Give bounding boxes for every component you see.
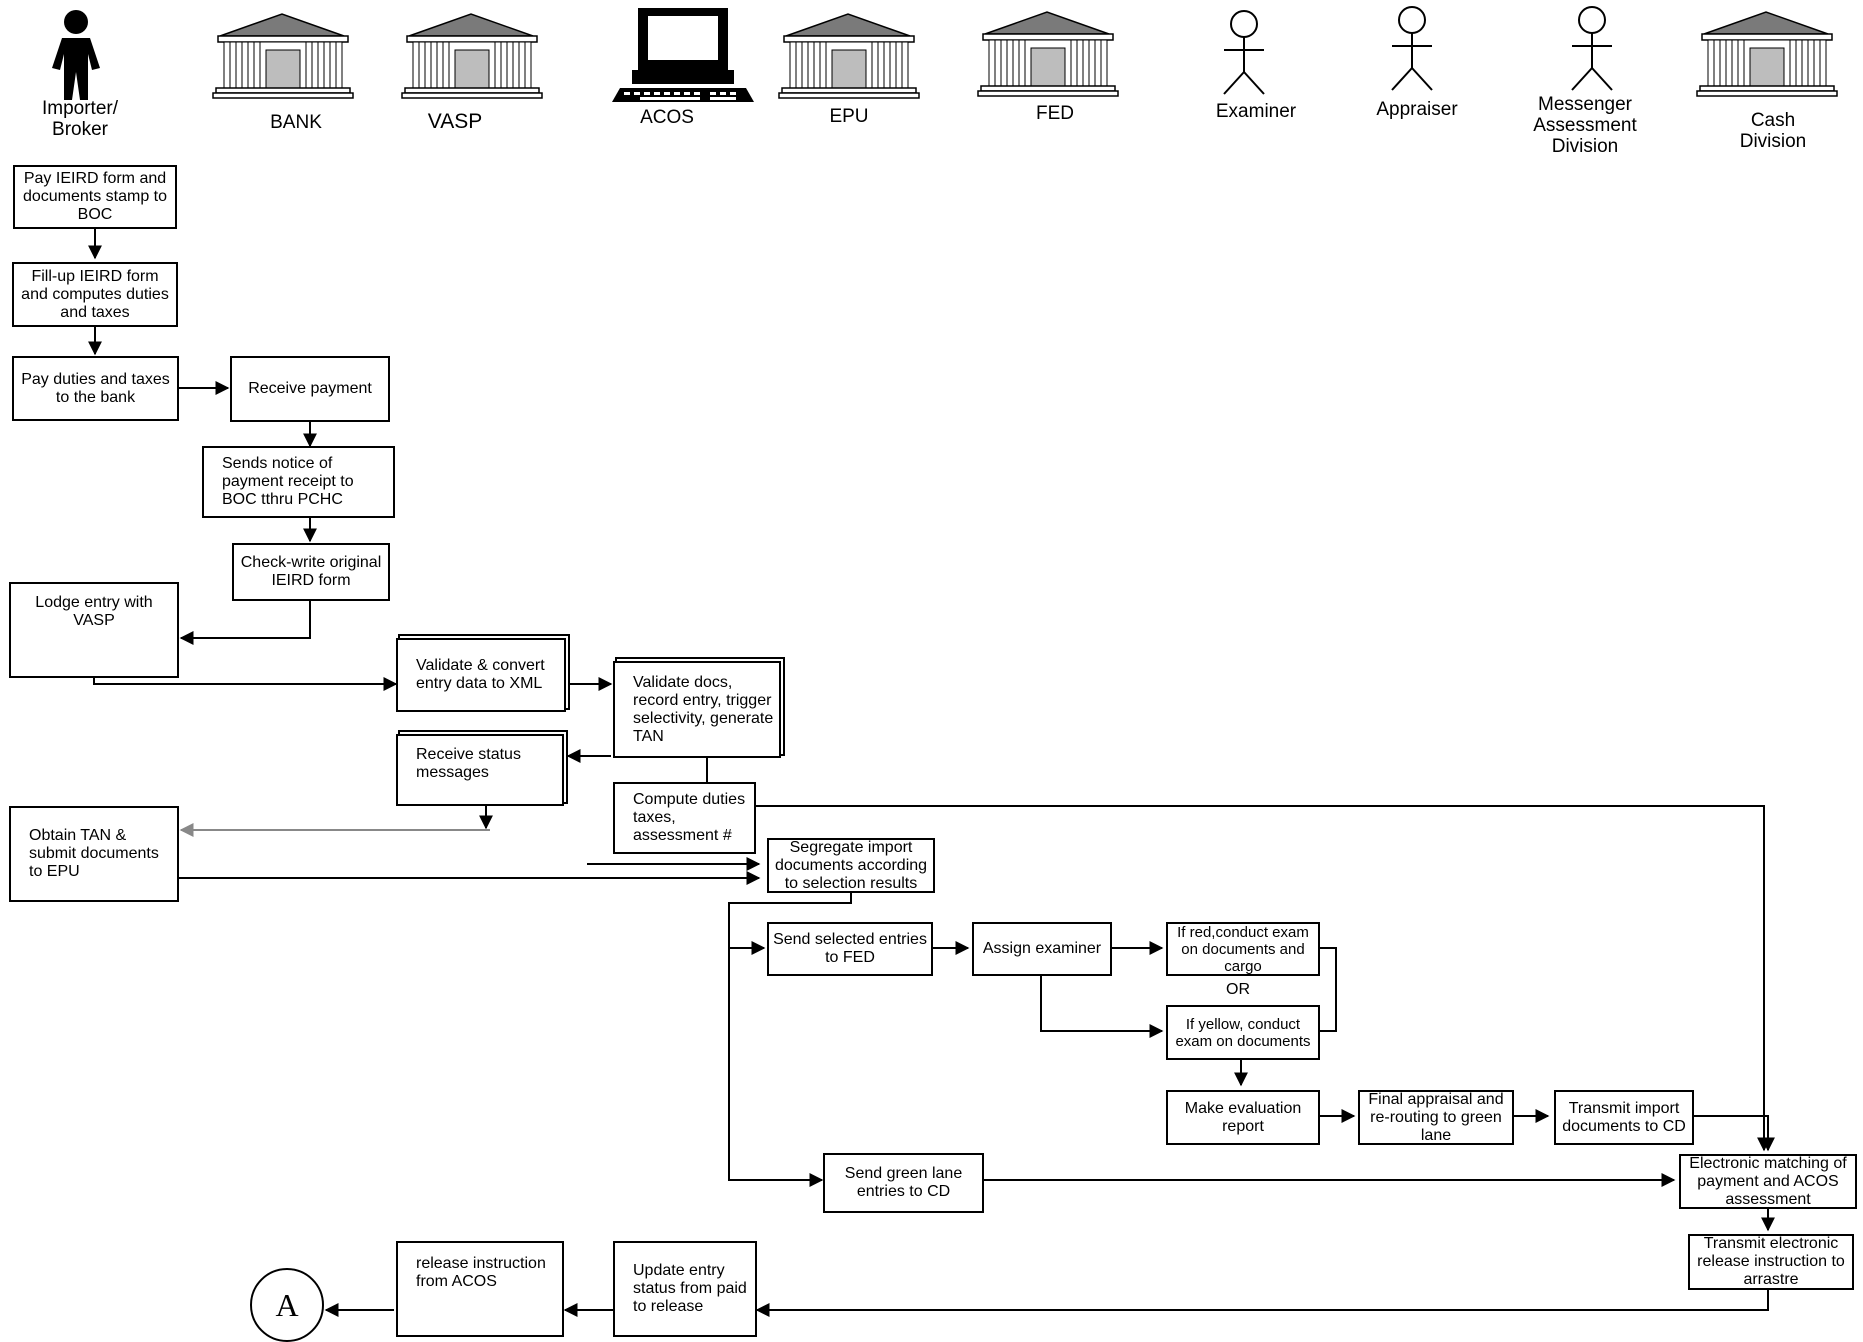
lane-label-appraiser: Appraiser: [1376, 99, 1458, 120]
line-red-yellow-bracket: [1318, 947, 1337, 1032]
step-compute-duties: Compute duties taxes, assessment #: [613, 782, 756, 854]
step-if-yellow: If yellow, conduct exam on documents: [1166, 1005, 1320, 1060]
connector-a: A: [250, 1268, 324, 1342]
lane-label-epu: EPU: [829, 106, 869, 127]
step-sends-notice: Sends notice of payment receipt to BOC t…: [202, 446, 395, 518]
step-segregate: Segregate import documents according to …: [767, 838, 935, 893]
or-label: OR: [1226, 981, 1250, 998]
lane-label-bank: BANK: [270, 112, 322, 133]
step-obtain-tan: Obtain TAN & submit documents to EPU: [9, 806, 179, 902]
lane-label-acos: ACOS: [640, 107, 694, 128]
arrow-release-to-update: [755, 1288, 1769, 1317]
step-pay-duties: Pay duties and taxes to the bank: [12, 356, 179, 421]
lane-label-fed: FED: [1036, 103, 1074, 124]
step-fill-up: Fill-up IEIRD form and computes duties a…: [12, 262, 178, 327]
bank-building-icon: [1696, 11, 1838, 97]
bank-building-icon: [212, 13, 354, 99]
step-receive-status: Receive status messages: [396, 734, 564, 806]
step-pay-form: Pay IEIRD form and documents stamp to BO…: [13, 165, 177, 229]
step-check-write: Check-write original IEIRD form: [232, 543, 390, 601]
stick-figure-icon: [1571, 6, 1613, 91]
step-if-red: If red,conduct exam on documents and car…: [1166, 922, 1320, 976]
computer-icon: [612, 8, 754, 102]
step-electronic-matching: Electronic matching of payment and ACOS …: [1679, 1154, 1857, 1209]
step-lodge-entry: Lodge entry with VASP: [9, 582, 179, 678]
arrow-segregate-to-green: [728, 893, 852, 1187]
step-update-entry: Update entry status from paid to release: [613, 1241, 757, 1337]
stick-figure-icon: [1391, 6, 1433, 91]
bank-building-icon: [977, 11, 1119, 97]
lane-label-cash: Cash Division: [1739, 110, 1807, 152]
lane-label-messenger: Messenger Assessment Division: [1533, 94, 1637, 157]
step-transmit-release: Transmit electronic release instruction …: [1688, 1234, 1854, 1290]
lane-label-examiner: Examiner: [1215, 101, 1297, 122]
step-assign-examiner: Assign examiner: [972, 922, 1112, 976]
lane-label-importer: Importer/ Broker: [41, 98, 119, 140]
step-make-evaluation: Make evaluation report: [1166, 1090, 1320, 1145]
step-final-appraisal: Final appraisal and re-routing to green …: [1358, 1090, 1514, 1145]
lane-label-vasp: VASP: [427, 110, 483, 133]
step-validate-docs: Validate docs, record entry, trigger sel…: [613, 661, 781, 758]
step-receive-payment: Receive payment: [230, 356, 390, 422]
arrow-compute-to-matching: [754, 805, 1771, 1152]
stick-figure-icon: [1223, 10, 1265, 95]
step-validate-convert: Validate & convert entry data to XML: [396, 638, 566, 712]
arrow-checkwrite-to-lodge: [179, 601, 311, 645]
step-transmit-import: Transmit import documents to CD: [1554, 1090, 1694, 1145]
person-silhouette-icon: [52, 10, 100, 100]
arrow-transmit-to-matching: [1692, 1115, 1775, 1152]
step-send-green: Send green lane entries to CD: [823, 1153, 984, 1213]
step-release-instruction: release instruction from ACOS: [396, 1241, 564, 1337]
arrow-assign-to-yellow: [1040, 974, 1164, 1038]
step-send-selected: Send selected entries to FED: [767, 922, 933, 976]
bank-building-icon: [401, 13, 543, 99]
bank-building-icon: [778, 13, 920, 99]
arrow-lodge-to-validate: [93, 677, 398, 691]
